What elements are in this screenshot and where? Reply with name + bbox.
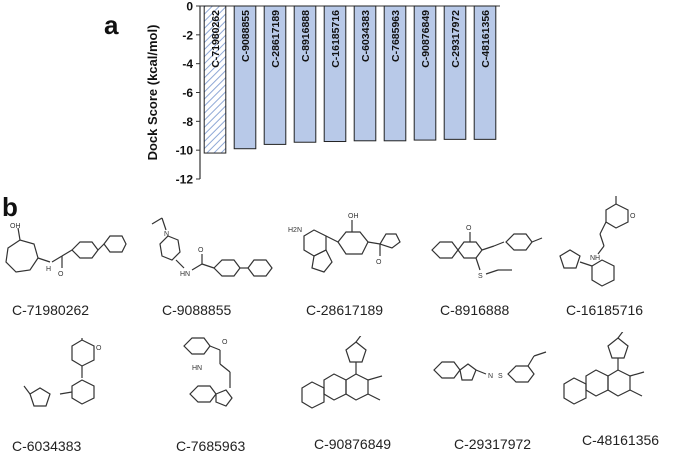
svg-text:H2N: H2N [288, 227, 302, 234]
svg-text:O: O [58, 271, 64, 278]
y-tick-label: -12 [176, 173, 194, 187]
bar-category-label: C-9088855 [240, 10, 252, 62]
svg-text:O: O [630, 213, 636, 220]
svg-text:HN: HN [180, 271, 190, 278]
y-tick-label: -2 [182, 28, 193, 42]
structure-label: C-28617189 [306, 302, 384, 318]
svg-text:O: O [376, 259, 382, 266]
structure-c-29317972: N S C-29317972 [430, 350, 558, 452]
bar-category-label: C-6034383 [360, 10, 372, 62]
y-tick-label: -6 [182, 86, 193, 100]
svg-text:NH: NH [590, 255, 600, 262]
svg-text:OH: OH [10, 223, 21, 230]
svg-text:H: H [46, 266, 51, 273]
structure-c-6034383: O C-6034383 [10, 338, 138, 454]
svg-text:O: O [222, 339, 228, 346]
bar [473, 5, 497, 140]
structure-label: C-71980262 [12, 302, 90, 318]
svg-text:O: O [96, 345, 102, 352]
svg-text:OH: OH [348, 213, 359, 220]
structure-c-71980262: OH H O C-71980262 [0, 216, 128, 318]
svg-text:N: N [164, 231, 169, 238]
y-tick-label: -8 [182, 115, 193, 129]
structure-c-90876849: C-90876849 [290, 336, 418, 452]
bar [323, 5, 347, 143]
bar-category-label: C-48161356 [480, 10, 492, 68]
y-tick-label: -4 [182, 57, 193, 71]
structure-c-16185716: O NH C-16185716 [548, 196, 673, 318]
structure-label: C-9088855 [162, 302, 232, 318]
panel-a-label: a [104, 10, 119, 40]
bar-category-label: C-8916888 [300, 10, 312, 62]
bar [203, 5, 227, 154]
svg-text:HN: HN [192, 365, 202, 372]
svg-text:N: N [488, 373, 493, 380]
svg-text:O: O [198, 247, 204, 254]
structure-c-8916888: O S C-8916888 [426, 212, 554, 318]
structure-c-9088855: N HN O C-9088855 [148, 216, 276, 318]
y-tick-label: -10 [176, 144, 194, 158]
structure-label: C-48161356 [582, 432, 660, 448]
structure-c-48161356: C-48161356 [560, 332, 673, 448]
structure-label: C-8916888 [440, 302, 510, 318]
svg-text:O: O [466, 225, 472, 232]
bar [233, 5, 257, 150]
bar [443, 5, 467, 140]
bar-category-label: C-7685963 [390, 10, 402, 62]
y-tick-label: 0 [186, 0, 193, 14]
bar-category-label: C-90876849 [420, 10, 432, 68]
y-axis-label: Dock Score (kcal/mol) [145, 25, 160, 161]
bar-category-label: C-71980262 [210, 10, 222, 68]
svg-text:S: S [478, 273, 483, 280]
bar-category-label: C-29317972 [450, 10, 462, 68]
bar [353, 5, 377, 142]
bar-category-label: C-16185716 [330, 10, 342, 68]
bar [263, 5, 287, 145]
bar-category-label: C-28617189 [270, 10, 282, 68]
structure-c-28617189: H2N OH O C-28617189 [286, 210, 414, 318]
panel-b-label: b [2, 192, 18, 222]
structure-label: C-90876849 [314, 436, 392, 452]
structure-c-7685963: O HN C-7685963 [150, 336, 278, 454]
structure-label: C-16185716 [566, 302, 644, 318]
bar [383, 5, 407, 142]
structure-label: C-29317972 [454, 436, 532, 452]
structure-label: C-7685963 [176, 438, 246, 454]
structure-label: C-6034383 [12, 438, 82, 454]
svg-text:S: S [498, 373, 503, 380]
bar [413, 5, 437, 141]
dock-score-bar-chart: Dock Score (kcal/mol) 0 -2 -4 -6 -8 -10 -12 C-71… [145, 0, 500, 187]
bar [293, 5, 317, 143]
